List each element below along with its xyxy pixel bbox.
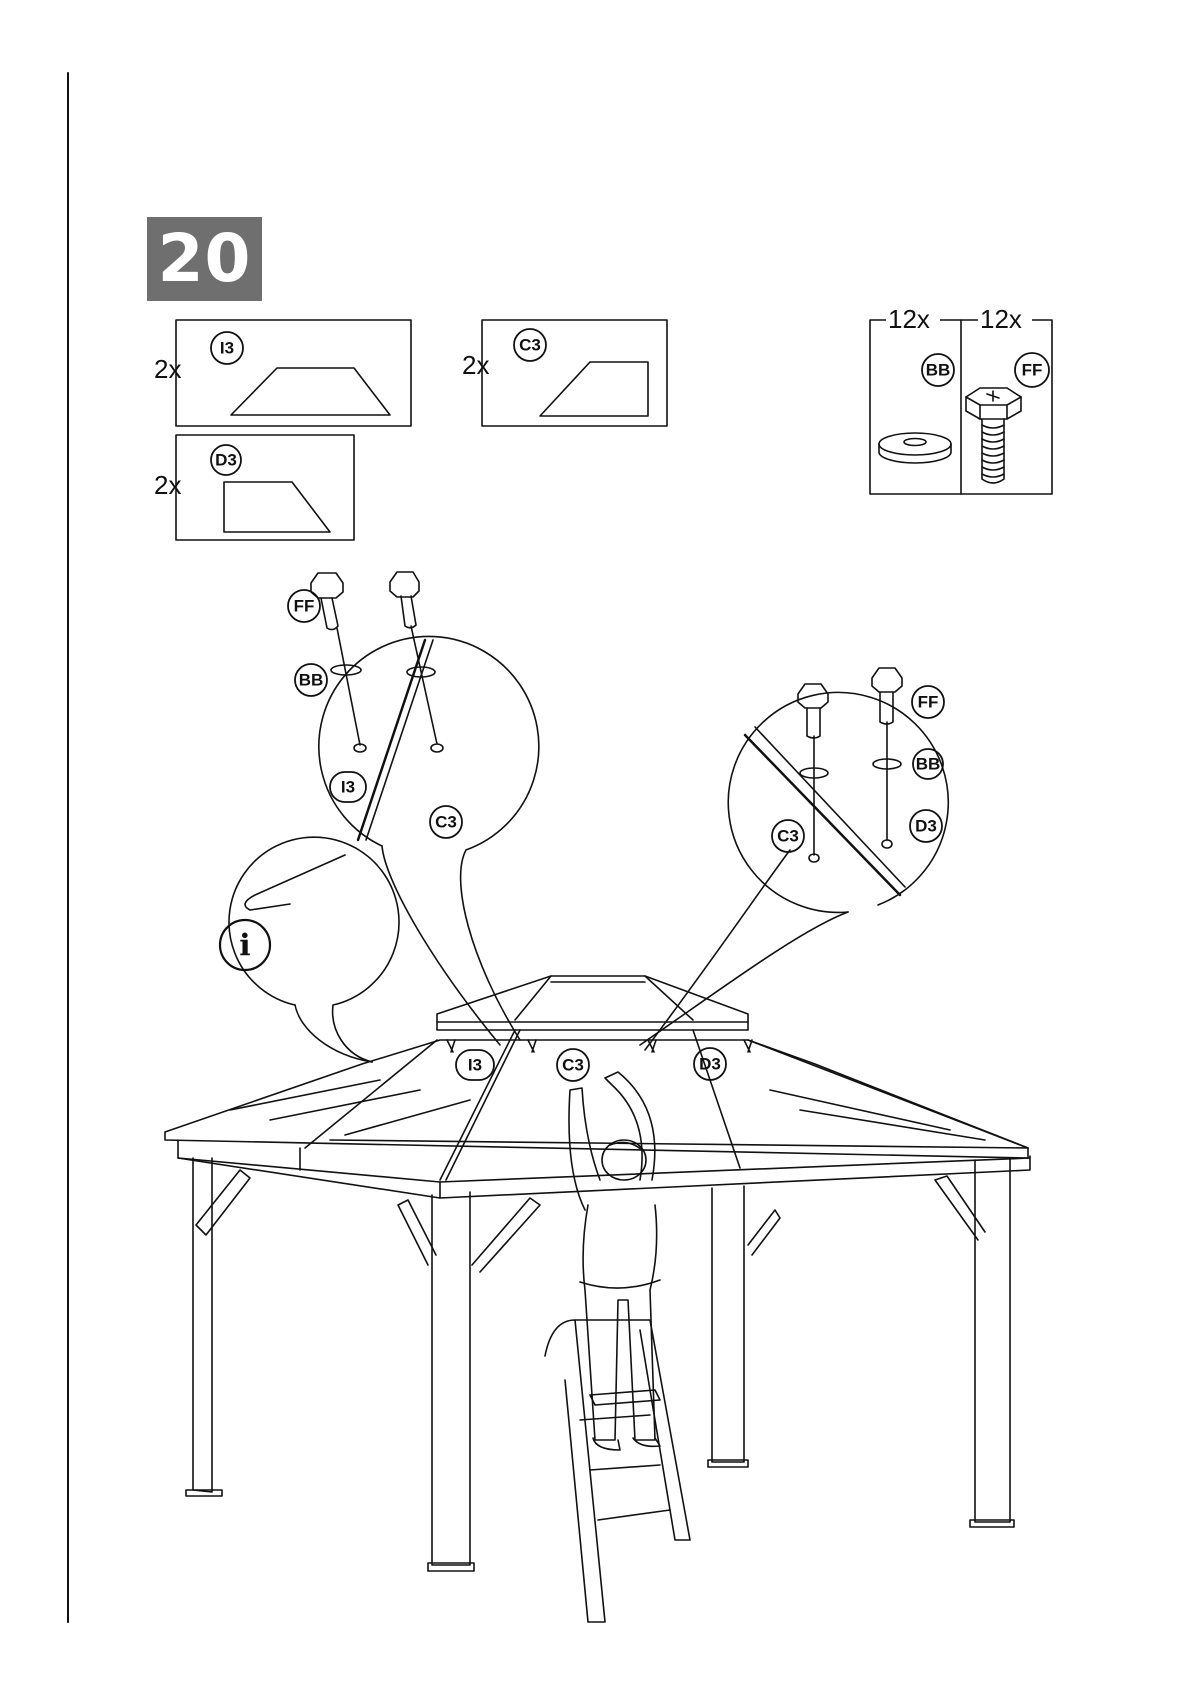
part-qty-c3: 2x <box>462 350 489 380</box>
part-code-d3: D3 <box>215 451 237 470</box>
hardware-code-ff: FF <box>1022 361 1043 380</box>
part-code-i3: I3 <box>220 339 234 358</box>
gazebo-post <box>186 1158 222 1496</box>
detail-circle-right <box>640 668 948 1050</box>
detail-left-washer-label: BB <box>299 671 324 690</box>
hardware-code-bb: BB <box>926 361 951 380</box>
part-code-c3: C3 <box>519 336 541 355</box>
roof-label-d3: D3 <box>699 1055 721 1074</box>
person-on-ladder <box>545 1072 690 1622</box>
bolt-icon <box>966 388 1021 483</box>
detail-left-panel-b-label: C3 <box>435 813 457 832</box>
detail-right-panel-b-label: D3 <box>915 817 937 836</box>
part-qty-d3: 2x <box>154 470 181 500</box>
detail-right-screw-label: FF <box>918 693 939 712</box>
bolt-icon <box>390 572 419 628</box>
gazebo-post <box>708 1186 748 1467</box>
part-qty-i3: 2x <box>154 354 181 384</box>
part-box-c3 <box>482 320 667 426</box>
bolt-icon <box>798 684 828 738</box>
detail-circle-left <box>311 572 539 1045</box>
part-box-d3 <box>176 435 354 540</box>
roof-label-c3: C3 <box>562 1056 584 1075</box>
detail-left-panel-a-label: I3 <box>341 778 355 797</box>
hardware-box <box>870 320 1052 494</box>
hardware-qty-ff: 12x <box>980 304 1022 334</box>
detail-right-washer-label: BB <box>916 755 941 774</box>
roof-screws <box>447 1040 752 1052</box>
bolt-icon <box>872 668 902 724</box>
gazebo <box>165 976 1030 1571</box>
detail-left-screw-label: FF <box>294 597 315 616</box>
info-glyph: i <box>239 929 250 964</box>
bolt-icon <box>311 573 343 630</box>
washer-icon <box>879 433 951 463</box>
gazebo-post <box>970 1158 1014 1527</box>
gazebo-post <box>428 1192 474 1571</box>
part-box-i3 <box>176 320 411 426</box>
roof-label-i3: I3 <box>468 1056 482 1075</box>
detail-right-panel-a-label: C3 <box>777 827 799 846</box>
hardware-qty-bb: 12x <box>888 304 930 334</box>
